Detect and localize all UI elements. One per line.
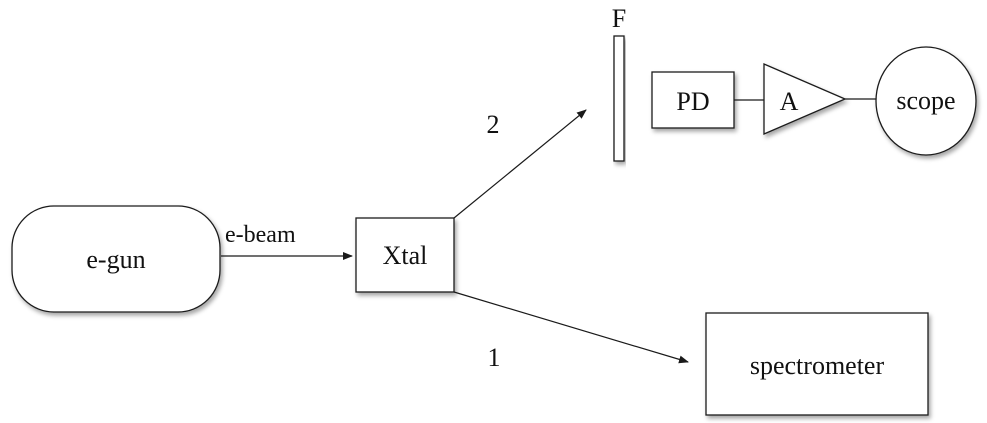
- spectrometer-shape: [705, 312, 929, 416]
- amplifier-node: A: [763, 63, 847, 135]
- path2-edge: 2: [453, 109, 587, 219]
- path1-arrow: [453, 291, 689, 364]
- scope-label: scope: [896, 86, 955, 115]
- path1-label: 1: [488, 343, 501, 372]
- filter-label: F: [612, 4, 626, 33]
- photodiode-node: PD: [651, 71, 735, 129]
- filter-node: F: [612, 4, 626, 162]
- spectrometer-label: spectrometer: [750, 351, 885, 380]
- amplifier-label: A: [780, 87, 799, 116]
- ebeam-label: e-beam: [225, 222, 296, 248]
- path1-edge: 1: [453, 291, 689, 372]
- egun-shape: [11, 205, 221, 313]
- ebeam-edge: e-beam: [221, 222, 353, 260]
- filter-shape: [613, 35, 625, 162]
- path2-arrow: [453, 109, 587, 219]
- amplifier-shape: [763, 63, 847, 135]
- xtal-node: Xtal: [355, 217, 455, 293]
- egun-label: e-gun: [86, 245, 145, 274]
- spectrometer-node: spectrometer: [705, 312, 929, 416]
- photodiode-shape: [651, 71, 735, 129]
- egun-node: e-gun: [11, 205, 221, 313]
- xtal-label: Xtal: [383, 241, 428, 270]
- scope-shape: [875, 46, 977, 156]
- photodiode-label: PD: [676, 87, 709, 116]
- scope-node: scope: [875, 46, 977, 156]
- path2-label: 2: [487, 110, 500, 139]
- xtal-shape: [355, 217, 455, 293]
